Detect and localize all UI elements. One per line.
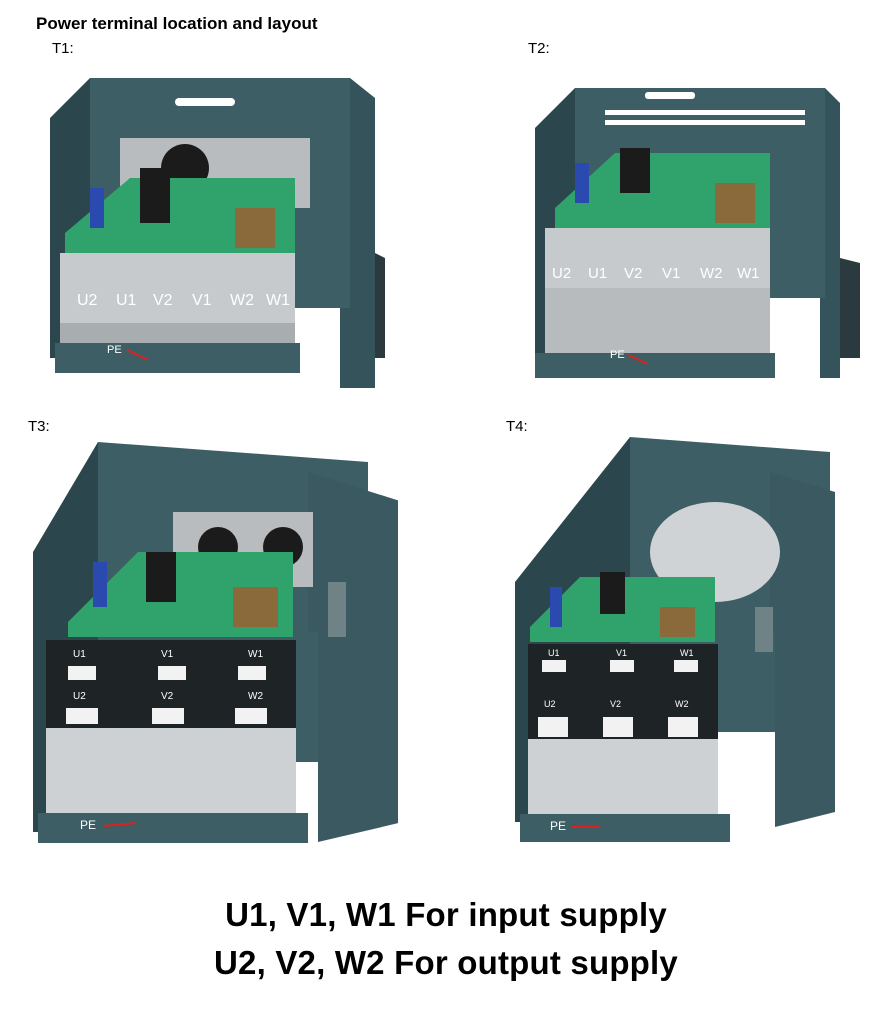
connector-block (93, 562, 107, 607)
frame-label-t3: T3: (28, 418, 50, 435)
pe-label: PE (550, 819, 566, 833)
terminal-label: V1 (616, 648, 627, 658)
heatsink (545, 288, 770, 353)
terminal-lug (158, 666, 186, 680)
terminal-label: V1 (192, 292, 212, 309)
terminal-lug (538, 717, 568, 737)
terminal-lug (235, 708, 267, 724)
relay-block (233, 587, 278, 627)
terminal-lug (542, 660, 566, 672)
pe-label: PE (610, 349, 625, 361)
drive-unit-t3: U1 V1 W1 U2 V2 W2 PE (28, 432, 398, 852)
terminal-label: W1 (248, 649, 263, 660)
terminal-lug (152, 708, 184, 724)
relay-block (235, 208, 275, 248)
terminal-lug (603, 717, 633, 737)
vent-slot (605, 110, 805, 115)
handle-slot (328, 582, 346, 637)
terminal-label: U2 (552, 265, 571, 282)
terminal-label: V1 (161, 649, 174, 660)
drive-unit-t4: U1 V1 W1 U2 V2 W2 PE (500, 432, 850, 852)
terminal-label: U2 (544, 699, 556, 709)
capacitor-block (146, 552, 176, 602)
connector-block (90, 188, 104, 228)
terminal-label: V2 (153, 292, 173, 309)
frame-label-t4: T4: (506, 418, 528, 435)
drive-unit-t2: U2 U1 V2 V1 W2 W1 PE (520, 58, 870, 388)
capacitor-block (620, 148, 650, 193)
heatsink (528, 739, 718, 814)
enclosure-bottom (55, 343, 300, 373)
terminal-lug (238, 666, 266, 680)
terminal-label: U1 (116, 292, 137, 309)
terminal-shroud (545, 228, 770, 288)
frame-label-t1: T1: (52, 40, 74, 57)
enclosure-right-wall (308, 472, 398, 842)
pe-arrow (627, 354, 649, 365)
terminal-label: W2 (230, 292, 254, 309)
vent-slot (175, 98, 235, 106)
capacitor-block (140, 168, 170, 223)
terminal-label: W2 (248, 691, 263, 702)
connector-block (550, 587, 562, 627)
vent-slot (645, 92, 695, 99)
relay-block (660, 607, 695, 637)
legend-output-supply: U2, V2, W2 For output supply (214, 944, 678, 981)
terminal-lug (66, 708, 98, 724)
terminal-lug (668, 717, 698, 737)
terminal-label: U1 (73, 649, 86, 660)
terminal-label: V2 (161, 691, 174, 702)
pe-arrow (126, 349, 149, 361)
drive-unit-t1: U2 U1 V2 V1 W2 W1 PE (40, 58, 390, 388)
enclosure-bottom (38, 813, 308, 843)
pe-label: PE (80, 818, 96, 832)
terminal-label: V1 (662, 265, 680, 282)
enclosure-right-flange (840, 258, 860, 358)
enclosure-right-flange (375, 253, 385, 358)
vent-slot (605, 120, 805, 125)
capacitor-block (600, 572, 625, 614)
frame-label-t2: T2: (528, 40, 550, 57)
terminal-shroud (60, 253, 295, 323)
terminal-label: W2 (700, 265, 723, 282)
enclosure-bottom (535, 353, 775, 378)
terminal-label: W1 (680, 648, 694, 658)
pe-label: PE (107, 344, 122, 356)
heatsink (46, 728, 296, 813)
terminal-label: W2 (675, 699, 689, 709)
terminal-lug (68, 666, 96, 680)
terminal-lug (674, 660, 698, 672)
terminal-label: U2 (77, 292, 98, 309)
legend-input-supply: U1, V1, W1 For input supply (225, 896, 667, 933)
connector-block (575, 163, 589, 203)
pe-arrow (102, 822, 137, 827)
heatsink (60, 323, 295, 343)
terminal-label: W1 (266, 292, 290, 309)
terminal-label: V2 (610, 699, 621, 709)
terminal-label: V2 (624, 265, 642, 282)
relay-block (715, 183, 755, 223)
terminal-lug (610, 660, 634, 672)
enclosure-right-wall (820, 88, 840, 378)
enclosure-bottom (520, 814, 730, 842)
handle-slot (755, 607, 773, 652)
terminal-label: U1 (588, 265, 607, 282)
enclosure-right-wall (340, 78, 375, 388)
terminal-label: U2 (73, 691, 86, 702)
terminal-label: W1 (737, 265, 760, 282)
enclosure-right-wall (770, 472, 835, 827)
terminal-label: U1 (548, 648, 560, 658)
page-title: Power terminal location and layout (36, 14, 318, 33)
